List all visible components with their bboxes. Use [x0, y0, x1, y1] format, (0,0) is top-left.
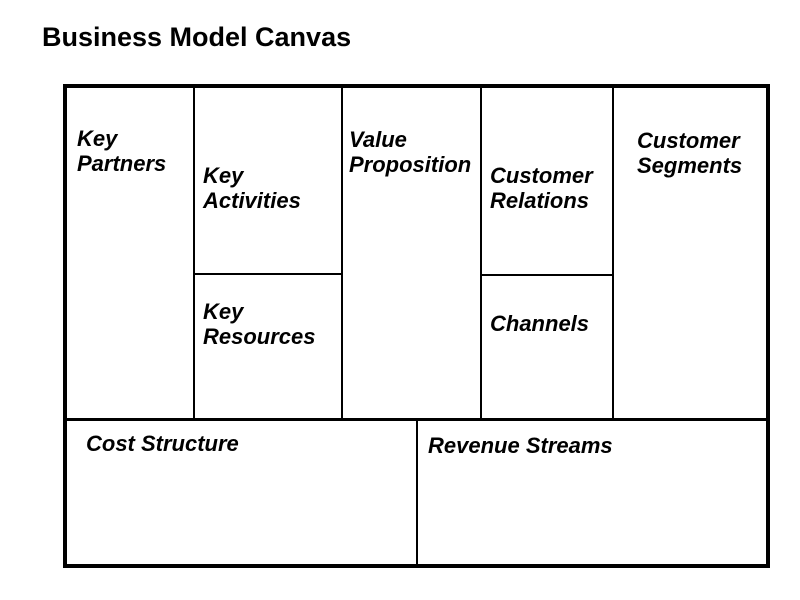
customer-relations-label: Customer Relations — [490, 163, 593, 213]
block-cost-structure: Cost Structure — [67, 421, 416, 564]
key-partners-label: Key Partners — [77, 126, 167, 176]
block-key-partners: Key Partners — [67, 88, 193, 418]
divider-activities-resources — [193, 273, 343, 275]
block-revenue-streams: Revenue Streams — [418, 421, 766, 564]
block-customer-relations: Customer Relations — [482, 88, 612, 274]
block-customer-segments: Customer Segments — [614, 88, 766, 418]
divider-relations-channels — [480, 274, 614, 276]
divider-top-bottom — [67, 418, 766, 421]
divider-partners-activities — [193, 88, 195, 418]
divider-relations-segments — [612, 88, 614, 418]
divider-activities-valueprop — [341, 88, 343, 418]
block-key-resources: Key Resources — [195, 275, 341, 418]
revenue-streams-label: Revenue Streams — [428, 433, 613, 458]
block-channels: Channels — [482, 276, 612, 418]
cost-structure-label: Cost Structure — [86, 431, 239, 456]
key-resources-label: Key Resources — [203, 299, 316, 349]
channels-label: Channels — [490, 311, 590, 336]
block-value-proposition: Value Proposition — [343, 88, 480, 418]
page-title: Business Model Canvas — [42, 22, 352, 52]
business-model-canvas-frame: Key Partners Key Activities Key Resource… — [63, 84, 770, 568]
block-key-activities: Key Activities — [195, 88, 341, 273]
key-activities-label: Key Activities — [203, 163, 301, 213]
customer-segments-label: Customer Segments — [637, 128, 743, 178]
value-proposition-label: Value Proposition — [349, 127, 472, 177]
divider-valueprop-relations — [480, 88, 482, 418]
divider-cost-revenue — [416, 421, 418, 564]
